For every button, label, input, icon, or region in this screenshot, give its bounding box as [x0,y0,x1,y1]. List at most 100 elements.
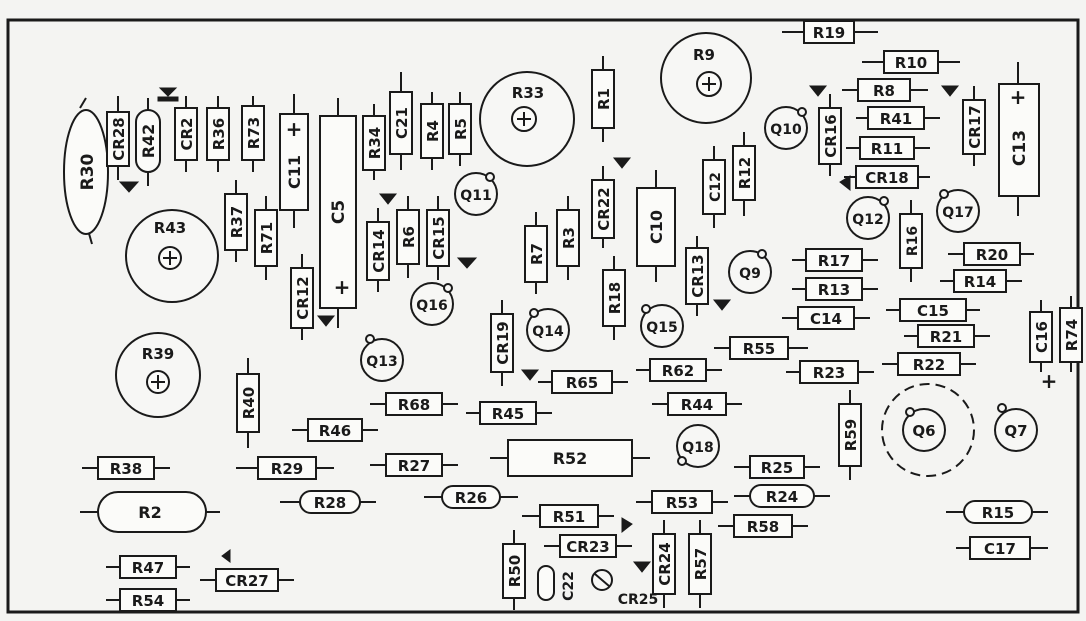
component-cr16: CR16 [818,94,842,176]
component-cr19: CR19 [490,300,514,386]
label-q10: Q10 [770,122,802,138]
component-cr2: CR2 [174,96,198,172]
label-r38: R38 [110,460,142,478]
component-c15: C15 [886,298,980,322]
component-cr23: CR23 [544,534,632,558]
component-q9: Q9 [728,249,772,294]
component-cr17: CR17 [962,86,986,166]
component-r13: R13 [792,277,878,301]
label-r25: R25 [761,459,793,477]
component-r21: R21 [904,324,990,348]
label-r8: R8 [873,82,895,100]
label-c14: C14 [810,310,842,328]
component-r27: R27 [370,453,458,477]
component-r43: R43 [125,209,219,303]
label-r37: R37 [228,206,246,238]
component-q7: Q7 [994,403,1038,452]
label-cr23: CR23 [566,538,609,556]
diode-symbol [808,85,828,97]
component-cr22: CR22 [591,166,615,248]
component-c12: C12 [702,146,726,228]
component-r25: R25 [734,455,820,479]
label-c12: C12 [708,172,724,202]
label-r34: R34 [366,127,384,159]
component-r73: R73 [241,96,265,172]
component-r42: R42 [135,98,161,186]
label-r14: R14 [964,273,996,291]
component-r58: R58 [718,514,808,538]
component-r53: R53 [636,490,728,514]
component-c14: C14 [782,306,870,330]
label-r73: R73 [245,117,263,149]
component-q18: Q18 [676,424,720,468]
component-r10: R10 [862,50,960,74]
component-c11: + C11 [279,94,309,228]
component-q15: Q15 [640,304,684,348]
component-r28: R28 [280,490,376,514]
component-r20: R20 [948,242,1034,266]
component-r30: R30 [63,97,109,245]
component-r3: R3 [556,196,580,280]
component-cr18: CR18 [844,165,930,189]
label-r50: R50 [506,555,524,587]
component-r23: R23 [786,360,874,384]
label-r2: R2 [138,503,161,522]
label-cr25: CR25 [618,592,659,608]
component-r24: R24 [734,484,830,508]
diode-symbol [612,157,632,169]
label-q7: Q7 [1004,422,1027,440]
component-r62: R62 [636,358,722,382]
diode-bar [157,96,179,102]
label-r68: R68 [398,396,430,414]
diode-symbol [712,299,732,311]
component-r55: R55 [714,336,808,360]
component-cr24: CR24 [652,520,676,608]
label-r4: R4 [424,120,442,142]
label-r74: R74 [1063,319,1081,351]
component-r2: R2 [80,491,220,533]
label-c5: C5 [329,200,349,224]
label-c11: C11 [285,155,304,189]
diode-symbol [118,181,140,193]
component-q6: Q6 [881,383,975,477]
plus-mark: + [1010,85,1027,109]
label-cr27: CR27 [225,572,268,590]
diode-symbol [839,175,851,192]
component-r19: R19 [782,20,878,44]
component-cr13: CR13 [685,236,709,316]
component-r12: R12 [732,132,756,216]
component-r54: R54 [106,588,190,612]
component-q16: Q16 [410,282,454,326]
component-q14: Q14 [526,308,570,352]
label-cr22: CR22 [595,187,613,230]
label-r28: R28 [314,494,346,512]
label-r55: R55 [743,340,775,358]
component-r71: R71 [254,196,278,280]
label-r43: R43 [154,219,186,237]
component-r6: R6 [396,196,420,278]
component-r39: R39 [115,332,201,418]
component-r50: R50 [502,530,526,610]
label-c16: C16 [1033,321,1051,353]
label-r6: R6 [400,226,418,248]
label-r54: R54 [132,592,164,610]
label-c22: C22 [561,571,577,601]
label-q15: Q15 [646,320,677,336]
label-q18: Q18 [682,440,713,456]
component-r38: R38 [82,456,170,480]
label-cr19: CR19 [494,321,512,364]
label-c15: C15 [917,302,949,320]
label-r57: R57 [692,548,710,580]
label-r44: R44 [681,396,713,414]
label-r12: R12 [736,157,754,189]
component-r68: R68 [370,392,458,416]
component-cr15: CR15 [426,196,450,280]
label-r24: R24 [766,488,798,506]
label-r40: R40 [240,387,258,419]
component-r52: R52 [490,439,650,477]
component-r14: R14 [940,269,1022,293]
label-r45: R45 [492,405,524,423]
label-cr18: CR18 [865,169,908,187]
label-q16: Q16 [416,298,447,314]
diode-symbol [378,193,398,205]
